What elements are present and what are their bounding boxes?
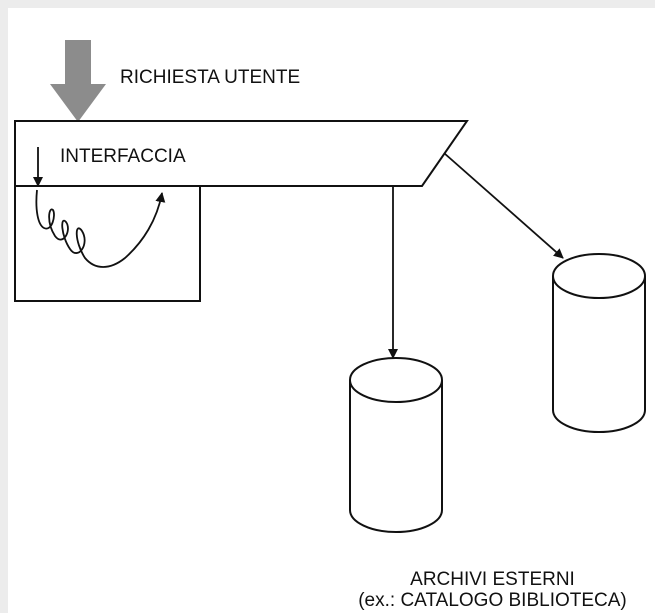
interface-label: INTERFACCIA bbox=[60, 146, 186, 167]
right-archive-arrow bbox=[443, 152, 564, 259]
diagram-panel bbox=[8, 8, 655, 613]
external-archives-title: ARCHIVI ESTERNI bbox=[410, 569, 575, 590]
user-request-arrow bbox=[50, 40, 106, 122]
user-request-label: RICHIESTA UTENTE bbox=[120, 67, 301, 88]
processing-loop-icon bbox=[35, 189, 166, 268]
processing-box bbox=[14, 185, 201, 302]
external-archives-label: ARCHIVI ESTERNI (ex.: CATALOGO BIBLIOTEC… bbox=[330, 569, 655, 611]
external-archives-example: (ex.: CATALOGO BIBLIOTECA) bbox=[358, 590, 627, 611]
database-icon-center bbox=[349, 357, 443, 533]
interface-box bbox=[14, 120, 469, 187]
database-icon-right bbox=[552, 253, 646, 433]
